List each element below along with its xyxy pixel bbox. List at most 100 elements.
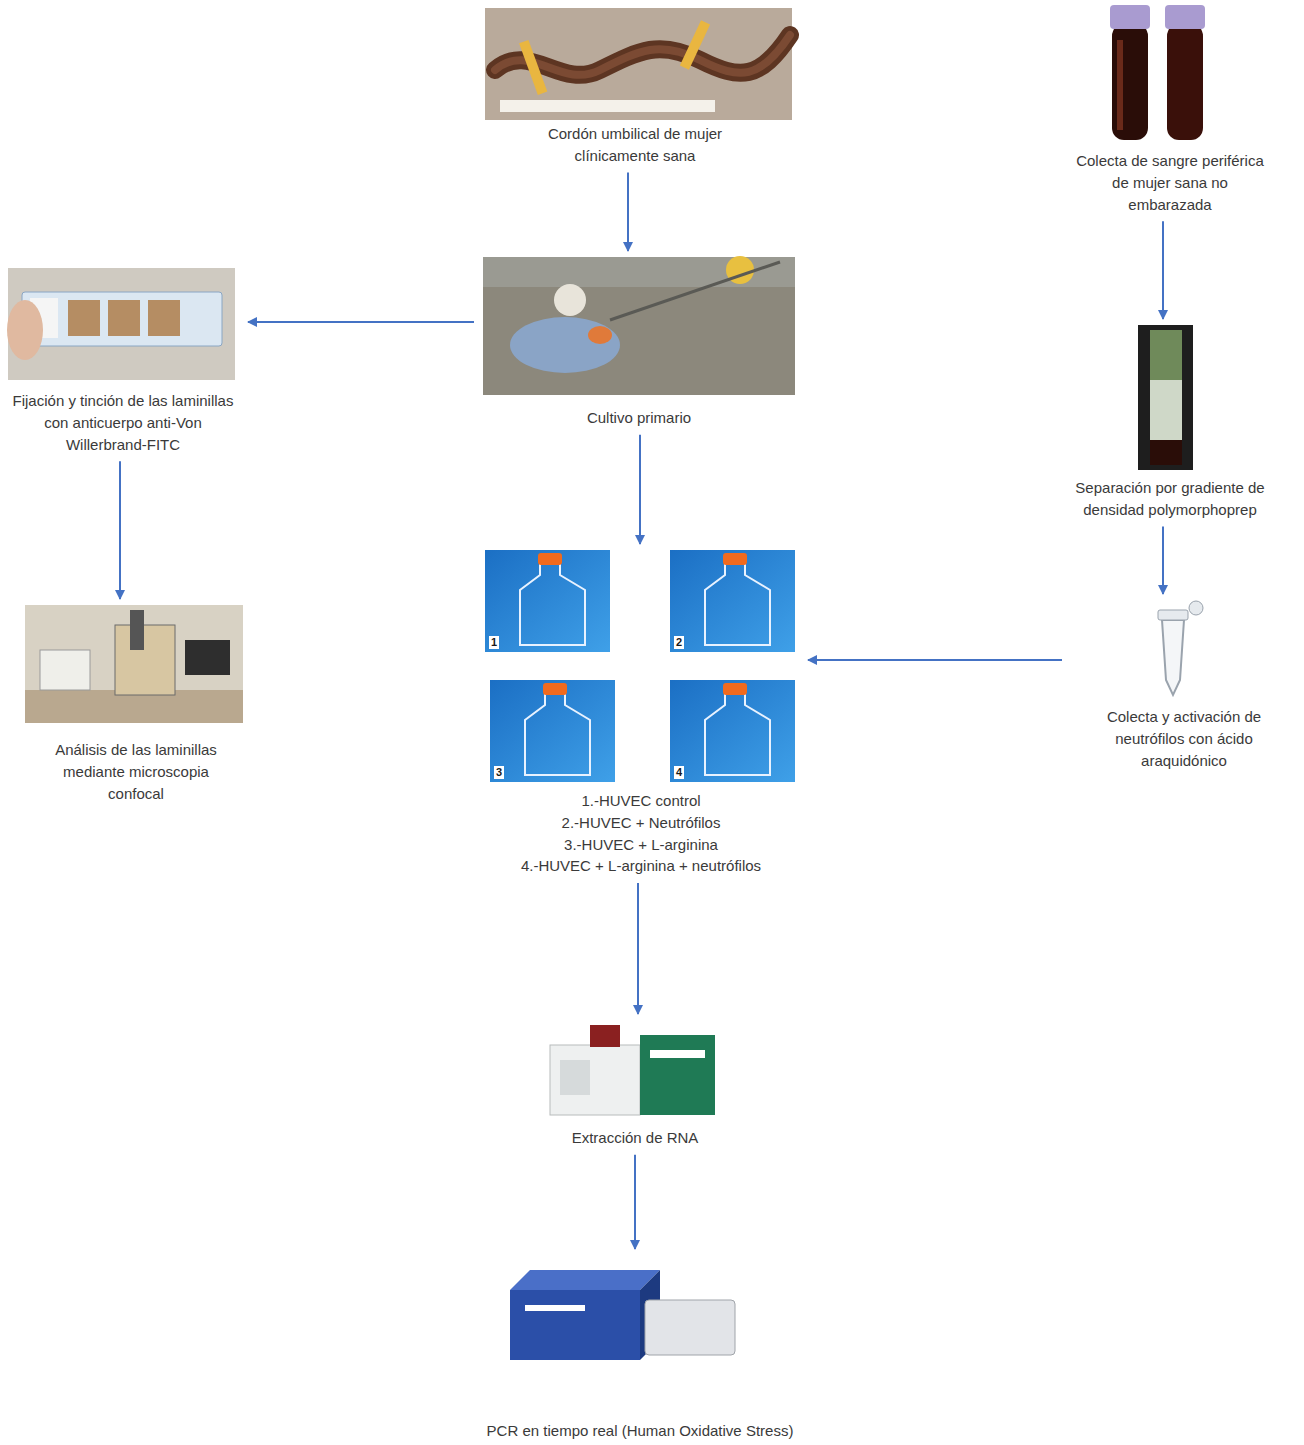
flask-number: 1 xyxy=(489,636,499,649)
image-step-node: PCR en tiempo real (Human Oxidative Stre… xyxy=(410,1255,870,1442)
illustration-shape xyxy=(1165,5,1205,29)
illustration-shape xyxy=(1138,325,1193,470)
illustration-shape xyxy=(610,262,780,320)
umbilical-cord-photo xyxy=(485,8,792,120)
illustration-shape xyxy=(1150,330,1182,465)
illustration-shape xyxy=(723,553,747,565)
pcr-kit xyxy=(510,1270,735,1360)
illustration-shape xyxy=(1167,24,1203,140)
illustration-shape xyxy=(1189,601,1203,615)
illustration-shape xyxy=(22,292,222,346)
step-caption: 3.-HUVEC + L-arginina xyxy=(491,834,791,856)
step-caption: Extracción de RNA xyxy=(535,1127,735,1149)
step-caption: Cordón umbilical de mujer clínicamente s… xyxy=(515,123,755,167)
illustration-shape xyxy=(554,284,586,316)
illustration-shape xyxy=(650,1050,705,1058)
illustration-shape xyxy=(1117,40,1123,130)
flow-arrow xyxy=(119,461,121,599)
illustration-shape xyxy=(25,605,243,723)
illustration-shape xyxy=(670,680,795,782)
eppendorf-tube xyxy=(1158,601,1203,695)
illustration-shape xyxy=(510,1290,640,1360)
illustration-shape xyxy=(645,1300,735,1355)
illustration-shape xyxy=(8,268,235,380)
flask-number: 3 xyxy=(494,766,504,779)
flow-arrow xyxy=(627,173,629,252)
image-step-node: Colecta de sangre periférica de mujer sa… xyxy=(1060,5,1280,215)
illustration-shape xyxy=(525,692,590,775)
illustration-shape xyxy=(495,35,790,75)
flow-arrow xyxy=(639,435,641,544)
image-step-node: Análisis de las laminillas mediante micr… xyxy=(20,605,252,804)
illustration-shape xyxy=(500,100,715,112)
step-caption: Cultivo primario xyxy=(489,407,789,429)
step-caption: Separación por gradiente de densidad pol… xyxy=(1068,477,1273,521)
step-caption: Fijación y tinción de las laminillas con… xyxy=(8,390,238,455)
illustration-shape xyxy=(520,562,585,645)
image-step-node: Extracción de RNA xyxy=(530,1020,740,1149)
image-step-node: 1.-HUVEC control2.-HUVEC + Neutrófilos3.… xyxy=(480,550,802,877)
flow-arrow xyxy=(637,883,639,1014)
illustration-shape xyxy=(1150,440,1182,465)
illustration-shape xyxy=(723,683,747,695)
image-step-node: Cordón umbilical de mujer clínicamente s… xyxy=(470,8,800,167)
chamber-slide-photo xyxy=(7,268,235,380)
flask-number: 4 xyxy=(674,766,684,779)
flow-arrow xyxy=(808,659,1062,661)
flow-arrow xyxy=(1162,527,1164,595)
illustration-shape xyxy=(510,317,620,373)
density-gradient-tube-photo xyxy=(1138,325,1193,470)
step-caption: Colecta y activación de neutrófilos con … xyxy=(1072,706,1297,771)
flow-arrow xyxy=(248,321,474,323)
illustration-shape xyxy=(115,625,175,695)
illustration-shape xyxy=(148,300,180,336)
step-caption: 4.-HUVEC + L-arginina + neutrófilos xyxy=(491,855,791,877)
illustration-shape xyxy=(525,1305,585,1311)
illustration-shape xyxy=(40,650,90,690)
illustration-shape xyxy=(1110,5,1150,29)
illustration-shape xyxy=(495,35,790,75)
illustration-shape xyxy=(640,1035,715,1115)
step-caption: Análisis de las laminillas mediante micr… xyxy=(34,739,239,804)
illustration-shape xyxy=(588,326,612,344)
illustration-shape xyxy=(490,680,615,782)
image-step-node: Colecta y activación de neutrófilos con … xyxy=(1068,600,1300,771)
illustration-shape xyxy=(7,300,43,360)
blood-tubes-photo xyxy=(1110,5,1205,140)
illustration-shape xyxy=(1150,330,1182,380)
illustration-shape xyxy=(538,553,562,565)
image-step-node: Separación por gradiente de densidad pol… xyxy=(1065,325,1275,521)
confocal-microscope-photo xyxy=(25,605,243,723)
primary-culture-photo xyxy=(483,256,795,395)
illustration-shape xyxy=(485,8,792,120)
illustration-shape xyxy=(670,550,795,652)
illustration-shape xyxy=(705,692,770,775)
step-caption: PCR en tiempo real (Human Oxidative Stre… xyxy=(415,1420,865,1442)
illustration-shape xyxy=(1158,610,1188,620)
step-caption: 1.-HUVEC control xyxy=(491,790,791,812)
illustration-shape xyxy=(510,1270,660,1290)
flask-number: 2 xyxy=(674,636,684,649)
illustration-shape xyxy=(705,562,770,645)
illustration-shape xyxy=(485,550,610,652)
image-step-node: Cultivo primario xyxy=(480,257,798,429)
illustration-shape xyxy=(108,300,140,336)
illustration-shape xyxy=(185,640,230,675)
step-caption: Colecta de sangre periférica de mujer sa… xyxy=(1070,150,1270,215)
illustration-shape xyxy=(483,257,795,395)
illustration-shape xyxy=(130,610,144,650)
illustration-shape xyxy=(680,20,710,70)
flow-arrow xyxy=(634,1155,636,1249)
illustration-shape xyxy=(590,1025,620,1047)
rna-extraction-kit xyxy=(550,1025,715,1115)
illustration-shape xyxy=(1162,620,1184,695)
illustration-shape xyxy=(550,1045,640,1115)
illustration-shape xyxy=(520,562,770,775)
illustration-shape xyxy=(560,1060,590,1095)
illustration-shape xyxy=(1112,24,1148,140)
illustration-shape xyxy=(68,300,100,336)
illustration-shape xyxy=(543,683,567,695)
step-caption: 2.-HUVEC + Neutrófilos xyxy=(491,812,791,834)
culture-flasks xyxy=(485,550,795,782)
